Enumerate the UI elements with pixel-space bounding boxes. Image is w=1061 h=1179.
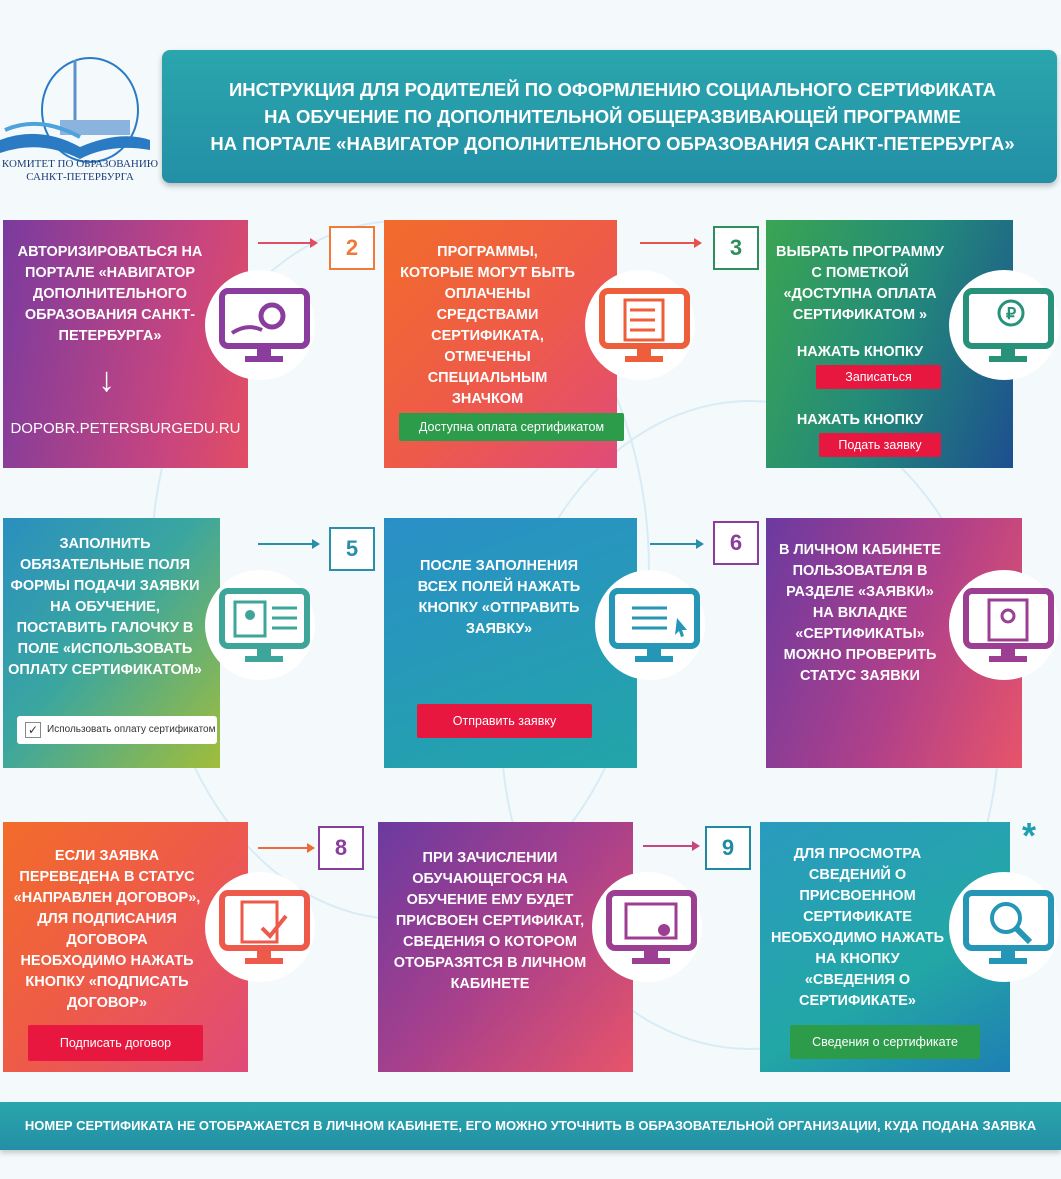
step-2-card: Программы, которые могут быть оплачены с…: [384, 220, 624, 468]
checkbox-label: Использовать оплату сертификатом: [47, 724, 216, 735]
step-4-card: Заполнить обязательные поля формы подачи…: [3, 518, 220, 768]
step-2-text: Программы, которые могут быть оплачены с…: [400, 244, 575, 407]
certificate-info-button[interactable]: Сведения о сертификате: [790, 1025, 980, 1059]
portal-link[interactable]: DOPOBR.PETERSBURGEDU.RU: [10, 420, 241, 437]
step-6-text: В личном кабинете пользователя в разделе…: [779, 542, 941, 684]
monitor-search-certificate-icon: [949, 872, 1059, 982]
monitor-ruble-hand-icon: ₽: [949, 270, 1059, 380]
step-7-text: Если заявка переведена в статус «Направл…: [13, 848, 201, 1011]
step-2-number: 2: [329, 226, 375, 270]
arrow-right-icon: [258, 539, 320, 549]
step-9-number: 9: [705, 826, 751, 870]
send-application-button[interactable]: Отправить заявку: [417, 704, 592, 738]
title-line1: ИНСТРУКЦИЯ ДЛЯ РОДИТЕЛЕЙ ПО ОФОРМЛЕНИЮ С…: [228, 79, 996, 100]
step-8-card: При зачислении обучающегося на обучение …: [378, 822, 633, 1072]
step-9-text: Для просмотра сведений о присвоенном сер…: [770, 846, 945, 1009]
checkbox-checked-icon: ✓: [25, 722, 41, 738]
use-certificate-checkbox[interactable]: ✓ Использовать оплату сертификатом: [17, 716, 217, 744]
footnote-banner: НОМЕР СЕРТИФИКАТА НЕ ОТОБРАЖАЕТСЯ В ЛИЧН…: [0, 1102, 1061, 1150]
step-8-number: 8: [318, 826, 364, 870]
footnote-asterisk: *: [1022, 815, 1037, 856]
step-8-text: При зачислении обучающегося на обучение …: [393, 850, 587, 992]
title-line2: НА ОБУЧЕНИЕ ПО ДОПОЛНИТЕЛЬНОЙ ОБЩЕРАЗВИВ…: [264, 106, 961, 127]
arrow-right-icon: [650, 539, 704, 549]
logo-line2: САНКТ-ПЕТЕРБУРГА: [26, 171, 134, 183]
step-3-label2: Нажать кнопку: [796, 412, 924, 428]
monitor-certificate-icon: [592, 872, 702, 982]
title-line3: НА ПОРТАЛЕ «НАВИГАТОР ДОПОЛНИТЕЛЬНОГО ОБ…: [210, 133, 1015, 154]
arrow-right-icon: [258, 843, 315, 853]
step-4-text: Заполнить обязательные поля формы подачи…: [8, 536, 202, 678]
step-6-number: 6: [713, 521, 759, 565]
step-5-text: После заполнения всех полей нажать кнопк…: [417, 558, 581, 637]
step-7-card: Если заявка переведена в статус «Направл…: [3, 822, 248, 1072]
monitor-form-icon: [205, 570, 315, 680]
step-3-text: Выбрать программу с пометкой «Доступна о…: [776, 244, 944, 323]
arrow-right-icon: [643, 841, 700, 851]
step-5-number: 5: [329, 527, 375, 571]
logo-caption: КОМИТЕТ ПО ОБРАЗОВАНИЮ САНКТ-ПЕТЕРБУРГА: [0, 158, 160, 184]
step-3-number: 3: [713, 226, 759, 270]
arrow-right-icon: [640, 238, 702, 248]
svg-text:₽: ₽: [1006, 306, 1016, 323]
step-1-text: Авторизироваться на портале «Навигатор д…: [17, 244, 203, 344]
monitor-cursor-icon: [595, 570, 705, 680]
page-title: ИНСТРУКЦИЯ ДЛЯ РОДИТЕЛЕЙ ПО ОФОРМЛЕНИЮ С…: [162, 50, 1057, 183]
monitor-gear-icon: [205, 270, 315, 380]
monitor-contract-sign-icon: [205, 872, 315, 982]
monitor-checklist-icon: [585, 270, 695, 380]
logo-line1: КОМИТЕТ ПО ОБРАЗОВАНИЮ: [1, 158, 159, 170]
enroll-button[interactable]: Записаться: [816, 365, 941, 389]
certificate-available-badge: Доступна оплата сертификатом: [399, 413, 624, 441]
step-3-label1: Нажать кнопку: [796, 344, 924, 360]
committee-logo: [0, 55, 160, 185]
arrow-down-icon: ↓: [98, 361, 115, 399]
step-5-card: После заполнения всех полей нажать кнопк…: [384, 518, 637, 768]
arrow-right-icon: [258, 238, 318, 248]
step-1-card: Авторизироваться на портале «Навигатор д…: [3, 220, 248, 468]
monitor-user-document-icon: [949, 570, 1059, 680]
submit-application-button[interactable]: Подать заявку: [819, 433, 941, 457]
sign-contract-button[interactable]: Подписать договор: [28, 1025, 203, 1061]
footnote-text: НОМЕР СЕРТИФИКАТА НЕ ОТОБРАЖАЕТСЯ В ЛИЧН…: [24, 1118, 1037, 1133]
